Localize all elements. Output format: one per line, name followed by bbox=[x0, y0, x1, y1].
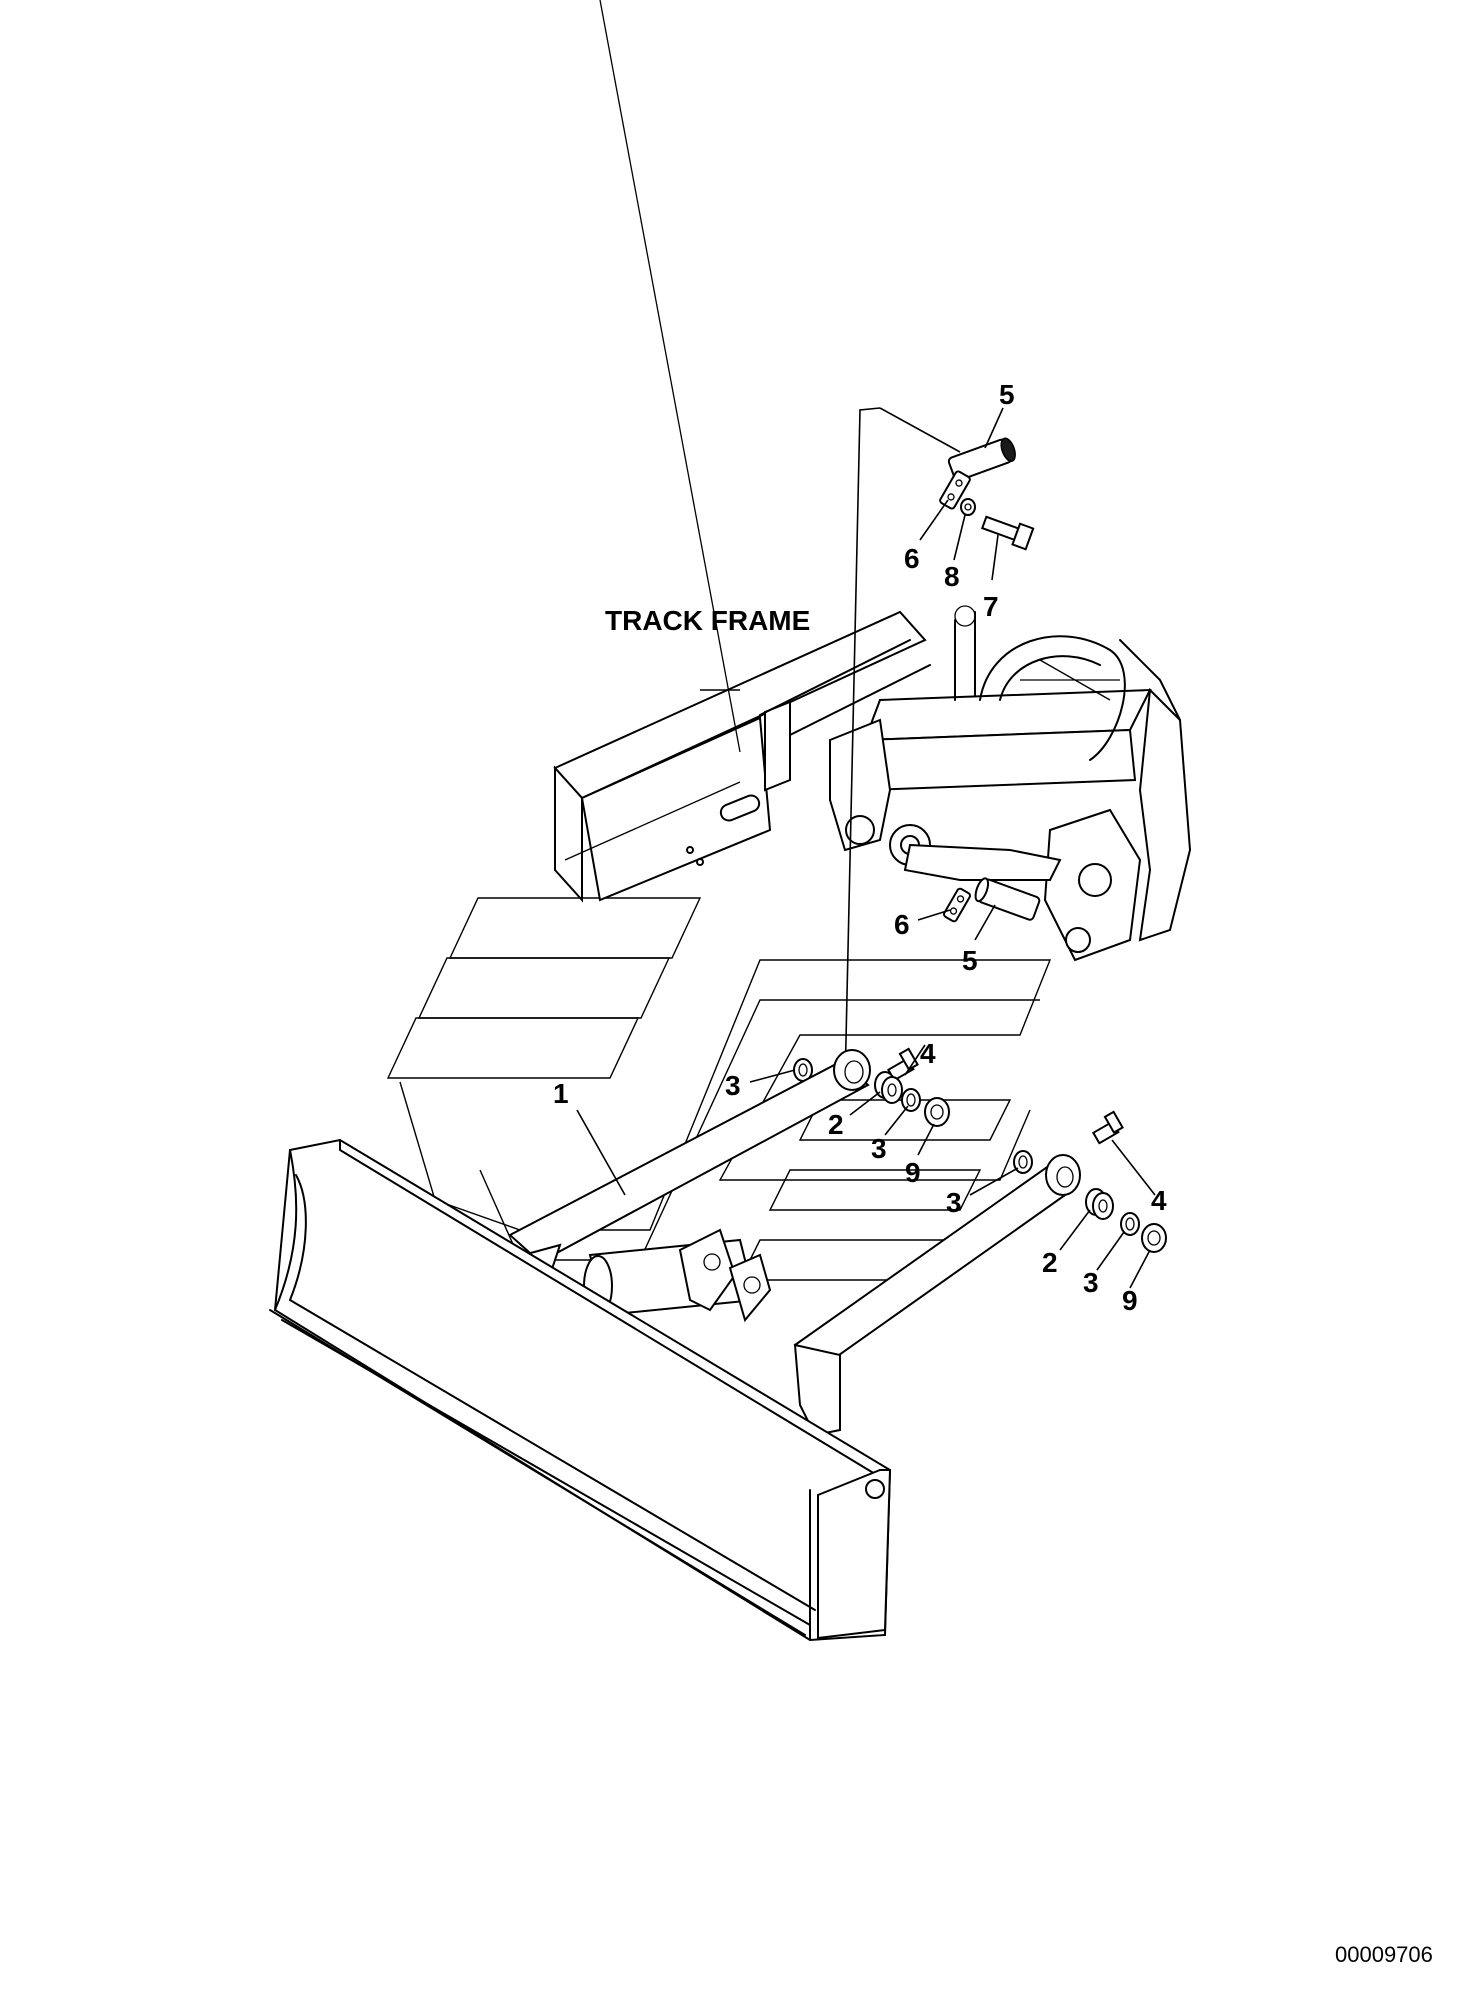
washer-9b bbox=[1141, 1223, 1167, 1253]
drawing-number: 00009706 bbox=[1335, 1942, 1433, 1967]
callout-9-b: 9 bbox=[1122, 1285, 1138, 1316]
callout-6-mid: 6 bbox=[894, 909, 910, 940]
pin-centerline bbox=[844, 407, 881, 1086]
callout-2-a: 2 bbox=[828, 1109, 844, 1140]
callout-3-b: 3 bbox=[871, 1133, 887, 1164]
seal-ring-3c bbox=[1013, 1150, 1033, 1174]
section-label: TRACK FRAME bbox=[605, 605, 810, 636]
callout-5-mid: 5 bbox=[962, 945, 978, 976]
watermark-logo bbox=[386, 897, 1052, 1281]
dozer-blade bbox=[269, 1138, 892, 1642]
callout-6-top: 6 bbox=[904, 543, 920, 574]
washer-9a bbox=[924, 1097, 950, 1127]
callout-9-a: 9 bbox=[905, 1157, 921, 1188]
callout-3-a: 3 bbox=[725, 1070, 741, 1101]
callout-8: 8 bbox=[944, 561, 960, 592]
callout-2-b: 2 bbox=[1042, 1247, 1058, 1278]
callout-leaders bbox=[576, 407, 1156, 1289]
top-pin-hardware bbox=[939, 437, 1035, 551]
callout-3-c: 3 bbox=[946, 1187, 962, 1218]
dozer-frame bbox=[498, 1049, 1081, 1437]
mid-pin-hardware bbox=[943, 877, 1041, 923]
track-frame-assembly bbox=[553, 0, 1192, 962]
callout-4-b: 4 bbox=[1151, 1185, 1167, 1216]
grease-fitting-b bbox=[1091, 1110, 1124, 1145]
callout-3-d: 3 bbox=[1083, 1267, 1099, 1298]
callout-7: 7 bbox=[983, 591, 999, 622]
seal-ring-3b bbox=[901, 1088, 921, 1112]
bushing-2a bbox=[874, 1071, 903, 1104]
seal-ring-3d bbox=[1120, 1212, 1140, 1236]
callout-5-top: 5 bbox=[999, 379, 1015, 410]
callout-1: 1 bbox=[553, 1078, 569, 1109]
callout-4-a: 4 bbox=[920, 1038, 936, 1069]
bushing-2b bbox=[1085, 1188, 1114, 1220]
